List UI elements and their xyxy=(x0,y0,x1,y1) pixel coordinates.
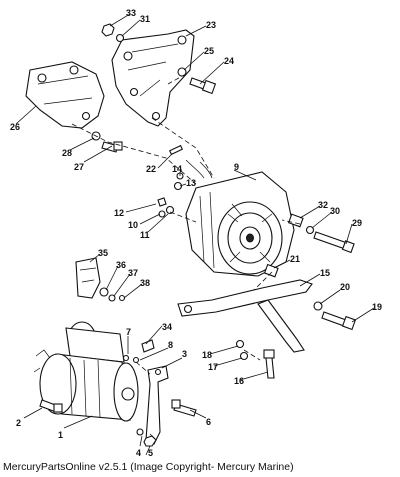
callout-2: 2 xyxy=(16,418,21,428)
alternator xyxy=(185,159,295,277)
alternator-upper-bracket xyxy=(111,29,195,127)
callout-9: 9 xyxy=(234,162,239,172)
callout-35: 35 xyxy=(98,248,108,258)
callout-27: 27 xyxy=(74,162,84,172)
callout-8: 8 xyxy=(168,340,173,350)
starter-brace xyxy=(145,365,169,445)
callout-17: 17 xyxy=(208,362,218,372)
relay-bracket xyxy=(75,257,101,299)
callout-13: 13 xyxy=(186,178,196,188)
callout-32: 32 xyxy=(318,200,328,210)
callout-30: 30 xyxy=(330,206,340,216)
exploded-parts-diagram: 1 2 3 4 5 6 7 8 9 10 11 12 13 14 15 16 1… xyxy=(10,8,382,456)
callout-7: 7 xyxy=(126,327,131,337)
callout-31: 31 xyxy=(140,14,150,24)
callout-24: 24 xyxy=(224,56,234,66)
callout-26: 26 xyxy=(10,122,20,132)
callout-28: 28 xyxy=(62,148,72,158)
copyright-caption: MercuryPartsOnline v2.5.1 (Image Copyrig… xyxy=(3,461,294,473)
callout-12: 12 xyxy=(114,208,124,218)
callout-21: 21 xyxy=(290,254,300,264)
callout-18: 18 xyxy=(202,350,212,360)
callout-numbers: 1 2 3 4 5 6 7 8 9 10 11 12 13 14 15 16 1… xyxy=(10,8,382,456)
callout-23: 23 xyxy=(206,20,216,30)
callout-16: 16 xyxy=(234,376,244,386)
callout-38: 38 xyxy=(140,278,150,288)
callout-33: 33 xyxy=(126,8,136,18)
callout-36: 36 xyxy=(116,260,126,270)
callout-22: 22 xyxy=(146,164,156,174)
callout-20: 20 xyxy=(340,282,350,292)
callout-6: 6 xyxy=(206,417,211,427)
callout-19: 19 xyxy=(372,302,382,312)
callout-1: 1 xyxy=(58,430,63,440)
callout-4: 4 xyxy=(136,448,141,456)
assembly-lines xyxy=(71,73,301,441)
callout-25: 25 xyxy=(204,46,214,56)
callout-15: 15 xyxy=(320,268,330,278)
callout-3: 3 xyxy=(182,349,187,359)
callout-14: 14 xyxy=(172,164,182,174)
starter-motor xyxy=(33,321,139,422)
callout-37: 37 xyxy=(128,268,138,278)
callout-11: 11 xyxy=(140,230,150,240)
callout-leaders xyxy=(15,13,375,456)
callout-29: 29 xyxy=(352,218,362,228)
callout-5: 5 xyxy=(148,448,153,456)
alternator-lower-bracket xyxy=(25,61,105,129)
callout-10: 10 xyxy=(128,220,138,230)
adjusting-strap xyxy=(177,279,313,353)
callout-34: 34 xyxy=(162,322,172,332)
